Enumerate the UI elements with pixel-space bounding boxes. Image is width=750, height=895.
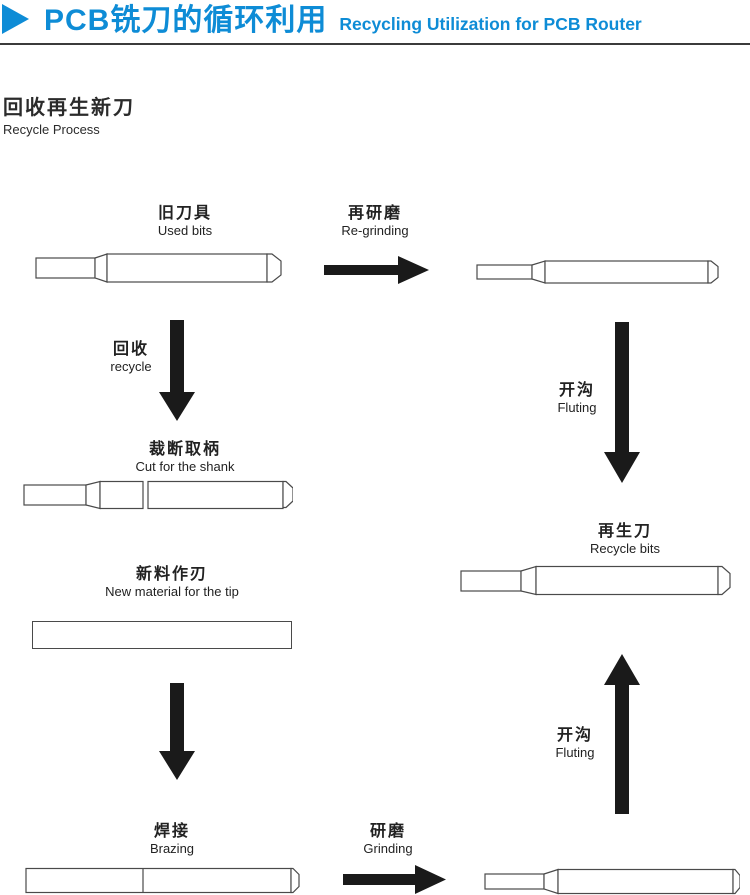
fluting-down-arrow-icon xyxy=(604,322,640,483)
page-title-zh: PCB铣刀的循环利用 xyxy=(44,4,328,37)
brazing-arrow-icon xyxy=(159,683,195,780)
label-grinding-en: Grinding xyxy=(363,841,413,856)
label-fluting-bottom-zh: 开沟 xyxy=(556,727,593,744)
label-grinding: 研磨 Grinding xyxy=(328,822,448,857)
label-new-material-zh: 新料作刃 xyxy=(135,566,208,583)
label-fluting-right: 开沟 Fluting xyxy=(527,381,627,416)
label-regrinding-en: Re-grinding xyxy=(341,223,409,238)
label-used-bits: 旧刀具 Used bits xyxy=(105,204,265,239)
recycled-bit-illustration xyxy=(460,565,731,596)
label-brazing: 焊接 Brazing xyxy=(112,822,232,857)
label-recycle: 回收 recycle xyxy=(81,340,181,375)
ground-bit-illustration xyxy=(484,868,740,895)
regrinding-arrow-icon xyxy=(324,256,429,284)
page-title-en: Recycling Utilization for PCB Router xyxy=(339,14,642,34)
section-heading-zh: 回收再生新刀 xyxy=(3,97,135,119)
header-divider xyxy=(0,43,750,45)
label-cut-shank-en: Cut for the shank xyxy=(135,459,235,474)
label-brazing-zh: 焊接 xyxy=(153,823,190,840)
page-title: PCB铣刀的循环利用 Recycling Utilization for PCB… xyxy=(44,0,642,42)
label-used-bits-en: Used bits xyxy=(157,223,213,238)
new-material-rod-illustration xyxy=(32,621,292,649)
label-grinding-zh: 研磨 xyxy=(369,823,406,840)
label-brazing-en: Brazing xyxy=(149,841,195,856)
label-recycle-bits: 再生刀 Recycle bits xyxy=(545,522,705,557)
brazed-bit-illustration xyxy=(25,867,300,894)
label-recycle-zh: 回收 xyxy=(112,341,149,358)
section-heading-en: Recycle Process xyxy=(3,122,100,137)
label-recycle-en: recycle xyxy=(110,359,152,374)
label-new-material-en: New material for the tip xyxy=(105,584,239,599)
section-heading: 回收再生新刀 Recycle Process xyxy=(3,96,135,138)
label-used-bits-zh: 旧刀具 xyxy=(157,205,212,222)
label-recycle-bits-zh: 再生刀 xyxy=(597,523,652,540)
cut-bit-illustration xyxy=(23,480,293,510)
reground-bit-illustration xyxy=(476,260,719,284)
label-cut-shank-zh: 裁断取柄 xyxy=(148,441,221,458)
grinding-arrow-icon xyxy=(343,865,446,894)
label-fluting-bottom-en: Fluting xyxy=(555,745,595,760)
label-new-material: 新料作刃 New material for the tip xyxy=(52,565,292,600)
label-regrinding-zh: 再研磨 xyxy=(347,205,402,222)
label-cut-shank: 裁断取柄 Cut for the shank xyxy=(85,440,285,475)
label-regrinding: 再研磨 Re-grinding xyxy=(315,204,435,239)
label-recycle-bits-en: Recycle bits xyxy=(589,541,661,556)
header-arrow-icon xyxy=(2,4,29,34)
recycle-arrow-icon xyxy=(159,320,195,421)
label-fluting-right-en: Fluting xyxy=(557,400,597,415)
fluting-up-arrow-icon xyxy=(604,654,640,814)
label-fluting-bottom: 开沟 Fluting xyxy=(525,726,625,761)
used-bit-illustration xyxy=(35,253,282,283)
label-fluting-right-zh: 开沟 xyxy=(558,382,595,399)
